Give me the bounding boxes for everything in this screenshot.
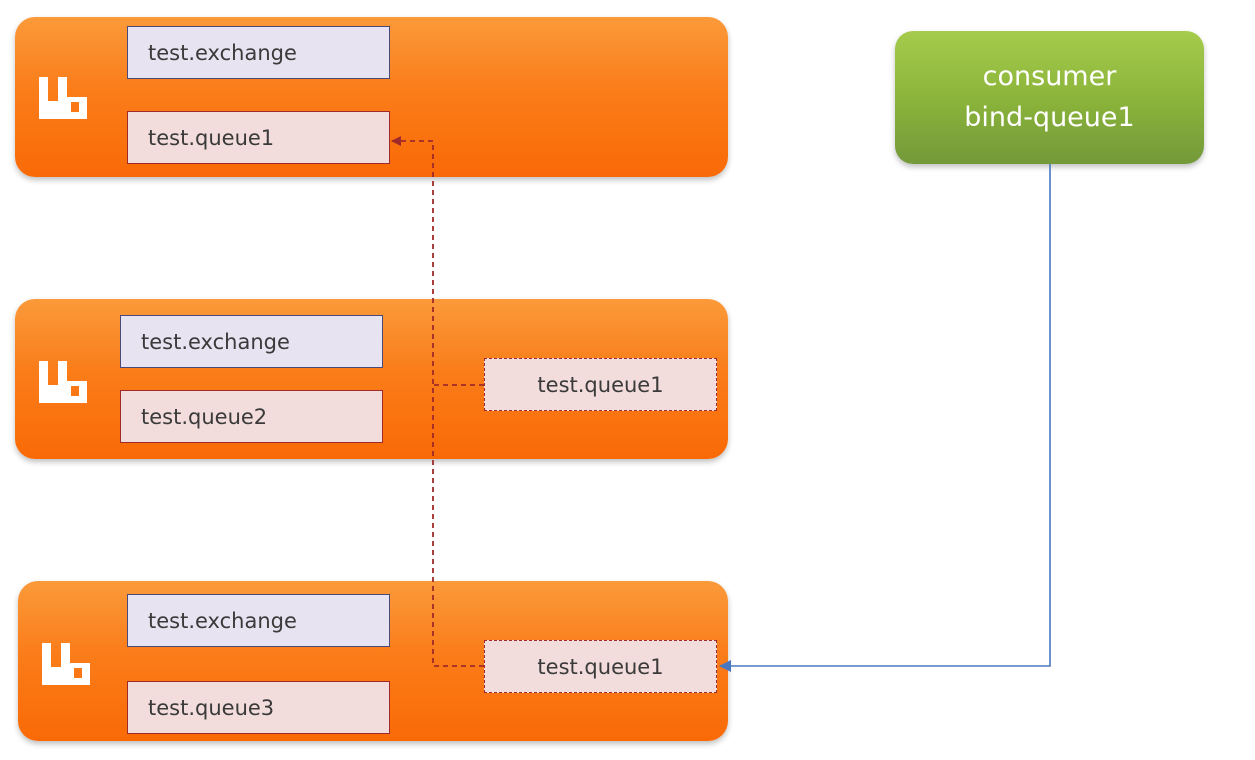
consumer-box[interactable]: consumer bind-queue1: [895, 31, 1204, 164]
mirror-queue-box[interactable]: test.queue1: [484, 358, 717, 411]
rabbitmq-node-3: test.exchange test.queue3 test.queue1: [18, 581, 728, 741]
queue-box[interactable]: test.queue2: [120, 390, 383, 443]
consumer-link-line: [719, 164, 1051, 672]
rabbitmq-node-2: test.exchange test.queue2 test.queue1: [15, 299, 728, 459]
rabbitmq-logo-icon: [39, 77, 87, 119]
consumer-label: consumer: [982, 61, 1117, 92]
mirror-queue-box[interactable]: test.queue1: [484, 640, 717, 693]
exchange-box[interactable]: test.exchange: [127, 26, 390, 79]
queue-box[interactable]: test.queue3: [127, 681, 390, 734]
exchange-box[interactable]: test.exchange: [120, 315, 383, 368]
rabbitmq-logo-icon: [39, 361, 87, 403]
rabbitmq-logo-icon: [42, 643, 90, 685]
exchange-box[interactable]: test.exchange: [127, 594, 390, 647]
consumer-binding-label: bind-queue1: [964, 101, 1135, 133]
queue-box[interactable]: test.queue1: [127, 111, 390, 164]
rabbitmq-node-1: test.exchange test.queue1: [15, 17, 728, 177]
